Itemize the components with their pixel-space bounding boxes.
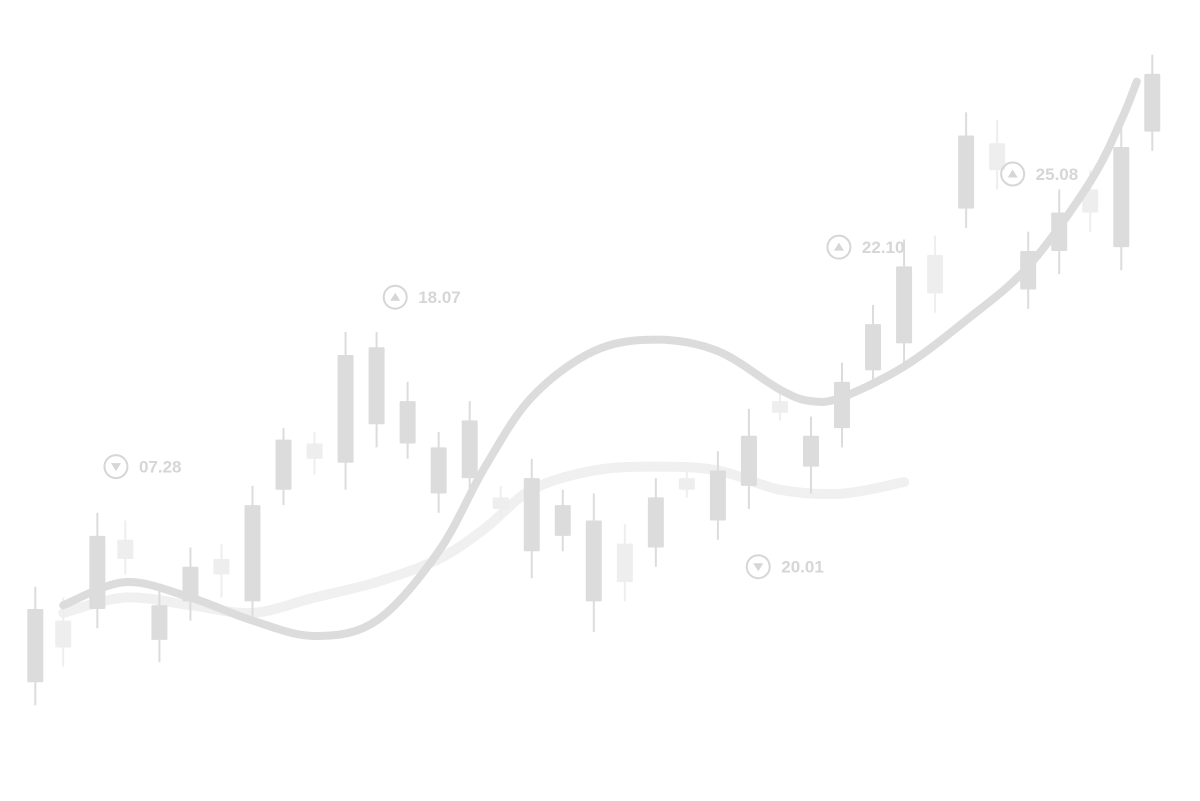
candle-body <box>958 135 975 209</box>
candle-body <box>27 609 44 683</box>
triangle-up-icon <box>1007 169 1018 178</box>
candle-13 <box>430 431 447 513</box>
candle-18 <box>585 493 602 633</box>
trend-line <box>59 77 1141 641</box>
candle-36 <box>1144 54 1161 151</box>
candle-2 <box>89 512 106 629</box>
candle-body <box>337 354 354 463</box>
candle-20 <box>647 478 664 567</box>
annotations-layer: 07.28 18.07 20.01 22.10 25.08 <box>103 161 1079 580</box>
candle-9 <box>306 431 323 475</box>
candle-28 <box>896 239 913 363</box>
annotation-label: 18.07 <box>418 288 461 307</box>
candle-21 <box>678 470 695 498</box>
candle-body <box>989 143 1006 171</box>
candle-6 <box>213 543 230 598</box>
candle-body <box>616 543 633 583</box>
annotation-3: 22.10 <box>826 234 905 260</box>
candle-24 <box>771 393 788 421</box>
candle-27 <box>865 304 882 386</box>
candle-body <box>55 620 72 648</box>
candle-22 <box>709 451 726 540</box>
candle-body <box>647 497 664 548</box>
candle-body <box>834 381 851 429</box>
annotation-label: 25.08 <box>1036 165 1079 184</box>
candle-body <box>89 535 106 610</box>
candle-body <box>740 435 757 486</box>
trend-line-layer <box>59 77 1141 641</box>
candle-7 <box>244 485 261 625</box>
annotation-1: 18.07 <box>382 284 461 310</box>
triangle-down-icon <box>753 563 764 572</box>
candle-body <box>213 559 230 575</box>
arrow-down-circle-icon <box>745 554 771 580</box>
candle-body <box>1144 73 1161 132</box>
candle-10 <box>337 331 354 490</box>
candle-body <box>117 539 134 559</box>
candle-17 <box>554 489 571 552</box>
candle-35 <box>1113 123 1130 271</box>
annotation-label: 07.28 <box>139 458 182 477</box>
candle-23 <box>740 408 757 509</box>
candle-30 <box>958 112 975 228</box>
candle-12 <box>399 381 416 459</box>
candle-body <box>492 497 509 509</box>
arrow-up-circle-icon <box>826 234 852 260</box>
annotation-label: 20.01 <box>781 558 824 577</box>
candle-body <box>771 401 788 413</box>
candle-31 <box>989 120 1006 190</box>
candle-26 <box>834 362 851 448</box>
candle-body <box>678 478 695 490</box>
candle-16 <box>523 458 540 579</box>
candle-25 <box>802 416 819 494</box>
candle-body <box>244 505 261 602</box>
arrow-up-circle-icon <box>1000 161 1026 187</box>
annotation-2: 20.01 <box>745 554 824 580</box>
candle-14 <box>461 401 478 494</box>
candle-29 <box>927 235 944 313</box>
candle-body <box>275 439 292 490</box>
triangle-down-icon <box>110 463 121 472</box>
candle-19 <box>616 524 633 602</box>
candle-body <box>523 478 540 552</box>
candle-body <box>802 435 819 467</box>
candle-15 <box>492 485 509 521</box>
candle-body <box>709 470 726 521</box>
candle-11 <box>368 331 385 448</box>
candle-8 <box>275 428 292 506</box>
candle-0 <box>27 586 44 706</box>
annotation-4: 25.08 <box>1000 161 1079 187</box>
shadow-trend-layer <box>58 461 910 619</box>
triangle-up-icon <box>390 292 401 301</box>
candle-body <box>368 347 385 425</box>
candle-body <box>927 254 944 294</box>
annotation-0: 07.28 <box>103 454 182 480</box>
candle-body <box>151 605 168 640</box>
candle-body <box>896 266 913 344</box>
candle-body <box>461 420 478 479</box>
candle-body <box>1113 147 1130 248</box>
arrow-up-circle-icon <box>382 284 408 310</box>
triangle-up-icon <box>833 242 844 251</box>
candle-body <box>585 520 602 602</box>
candle-3 <box>117 520 134 575</box>
arrow-down-circle-icon <box>103 454 129 480</box>
shadow-trend-line <box>58 461 910 619</box>
candle-body <box>306 443 323 459</box>
annotation-label: 22.10 <box>862 238 905 257</box>
candle-body <box>430 447 447 494</box>
candles-layer <box>27 54 1161 706</box>
candle-4 <box>151 585 168 663</box>
candle-body <box>554 505 571 536</box>
candle-body <box>399 401 416 444</box>
candle-body <box>865 324 882 371</box>
